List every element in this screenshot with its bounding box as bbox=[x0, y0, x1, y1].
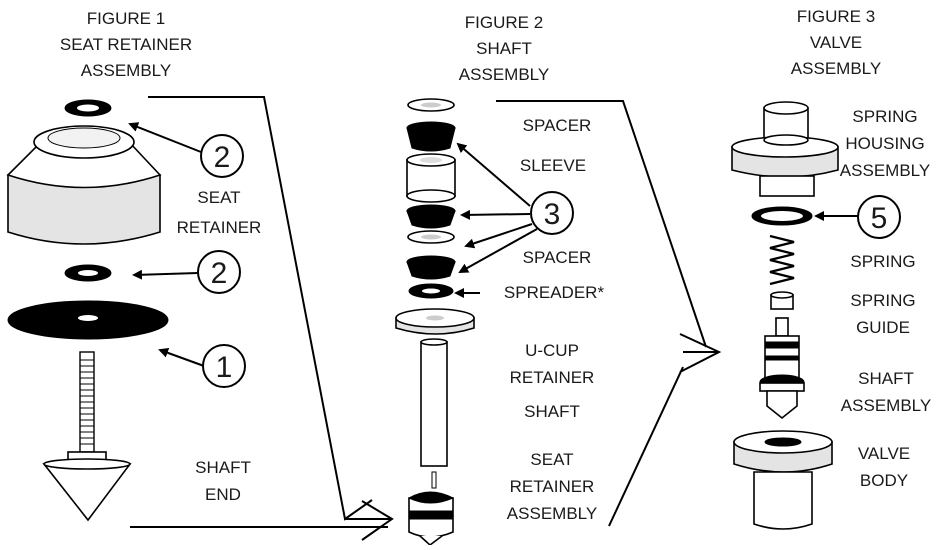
fig3-shaft-assembly bbox=[759, 317, 805, 420]
fig2-ucup-1 bbox=[406, 121, 456, 152]
fig1-label-seat: SEAT bbox=[197, 188, 240, 207]
fig1-threaded-shaft bbox=[79, 351, 95, 453]
figure-2-title-line3: ASSEMBLY bbox=[459, 65, 549, 84]
fig2-parts bbox=[395, 98, 475, 547]
fig3-label-spring: SPRING bbox=[850, 252, 915, 271]
fig3-label-guide: GUIDE bbox=[856, 318, 910, 337]
figure-2-title-line1: FIGURE 2 bbox=[465, 13, 543, 32]
fig3-label-body: BODY bbox=[860, 471, 908, 490]
figure-3-title: FIGURE 3 VALVE ASSEMBLY bbox=[791, 7, 881, 78]
fig2-label-spacer-top: SPACER bbox=[523, 116, 592, 135]
callout-1: 1 bbox=[158, 344, 246, 388]
fig3-label-shaft: SHAFT bbox=[858, 369, 914, 388]
fig2-label-retainer-2: RETAINER bbox=[510, 477, 595, 496]
flow-arrow-fig1-head bbox=[361, 500, 394, 541]
fig3-spring bbox=[769, 234, 795, 286]
figure-1-title-line2: SEAT RETAINER bbox=[60, 35, 192, 54]
fig2-shaft bbox=[420, 338, 448, 467]
figure-3-title-line2: VALVE bbox=[810, 33, 862, 52]
fig3-valve-body bbox=[733, 430, 833, 530]
fig3-spring-guide bbox=[770, 291, 794, 310]
figure-1-title: FIGURE 1 SEAT RETAINER ASSEMBLY bbox=[60, 9, 192, 80]
callout-5: 5 bbox=[814, 195, 901, 239]
fig3-label-valve: VALVE bbox=[858, 444, 910, 463]
fig3-label-assembly-1: ASSEMBLY bbox=[840, 161, 930, 180]
callout-2a-number: 2 bbox=[214, 141, 231, 174]
figure-3-title-line3: ASSEMBLY bbox=[791, 59, 881, 78]
callout-5-number: 5 bbox=[871, 202, 888, 235]
fig2-label-seat: SEAT bbox=[530, 450, 573, 469]
callout-2a: 2 bbox=[128, 122, 244, 178]
fig1-label-shaft: SHAFT bbox=[195, 458, 251, 477]
fig2-sleeve bbox=[406, 153, 456, 203]
fig2-label-assembly: ASSEMBLY bbox=[507, 504, 597, 523]
fig1-parts bbox=[6, 99, 169, 522]
fig3-spring-housing bbox=[731, 101, 839, 197]
fig2-label-spreader: SPREADER* bbox=[504, 283, 605, 302]
callout-3: 3 bbox=[456, 142, 574, 273]
callout-1-number: 1 bbox=[216, 351, 233, 384]
flow-arrow-fig2-upper bbox=[496, 100, 707, 348]
fig3-label-housing: HOUSING bbox=[845, 134, 924, 153]
fig2-label-sleeve: SLEEVE bbox=[520, 156, 586, 175]
callout-3-number: 3 bbox=[544, 198, 561, 231]
figure-3-title-line1: FIGURE 3 bbox=[797, 7, 875, 26]
fig3-parts bbox=[731, 101, 839, 530]
figure-1-title-line1: FIGURE 1 bbox=[87, 9, 165, 28]
fig2-ucup-retainer bbox=[395, 308, 475, 335]
fig2-label-ucup: U-CUP bbox=[525, 341, 579, 360]
fig1-oring-top-hole bbox=[77, 104, 99, 112]
callout-2b: 2 bbox=[132, 250, 241, 294]
fig2-label-shaft: SHAFT bbox=[524, 402, 580, 421]
callout-2b-number: 2 bbox=[211, 257, 228, 290]
flow-arrow-fig2-lower bbox=[608, 366, 684, 527]
fig1-label-retainer: RETAINER bbox=[177, 218, 262, 237]
fig2-seat-retainer-assembly bbox=[407, 471, 455, 547]
fig2-label-retainer: RETAINER bbox=[510, 368, 595, 387]
fig2-ucup-2 bbox=[406, 204, 456, 229]
fig3-label-assembly-2: ASSEMBLY bbox=[841, 396, 931, 415]
flow-arrow-fig1-upper bbox=[148, 96, 373, 521]
fig3-label-spring-2: SPRING bbox=[850, 291, 915, 310]
figure-2-title: FIGURE 2 SHAFT ASSEMBLY bbox=[459, 13, 549, 84]
fig1-seat-retainer-cup bbox=[6, 125, 162, 245]
fig2-ucup-3 bbox=[406, 255, 456, 280]
fig3-oring bbox=[751, 206, 813, 226]
fig1-label-end: END bbox=[205, 485, 241, 504]
figure-2-title-line2: SHAFT bbox=[476, 39, 532, 58]
figure-1-title-line3: ASSEMBLY bbox=[81, 61, 171, 80]
fig2-label-spacer-mid: SPACER bbox=[523, 248, 592, 267]
fig1-shaft-end-cone bbox=[42, 451, 132, 522]
fig3-label-spring-1: SPRING bbox=[852, 107, 917, 126]
